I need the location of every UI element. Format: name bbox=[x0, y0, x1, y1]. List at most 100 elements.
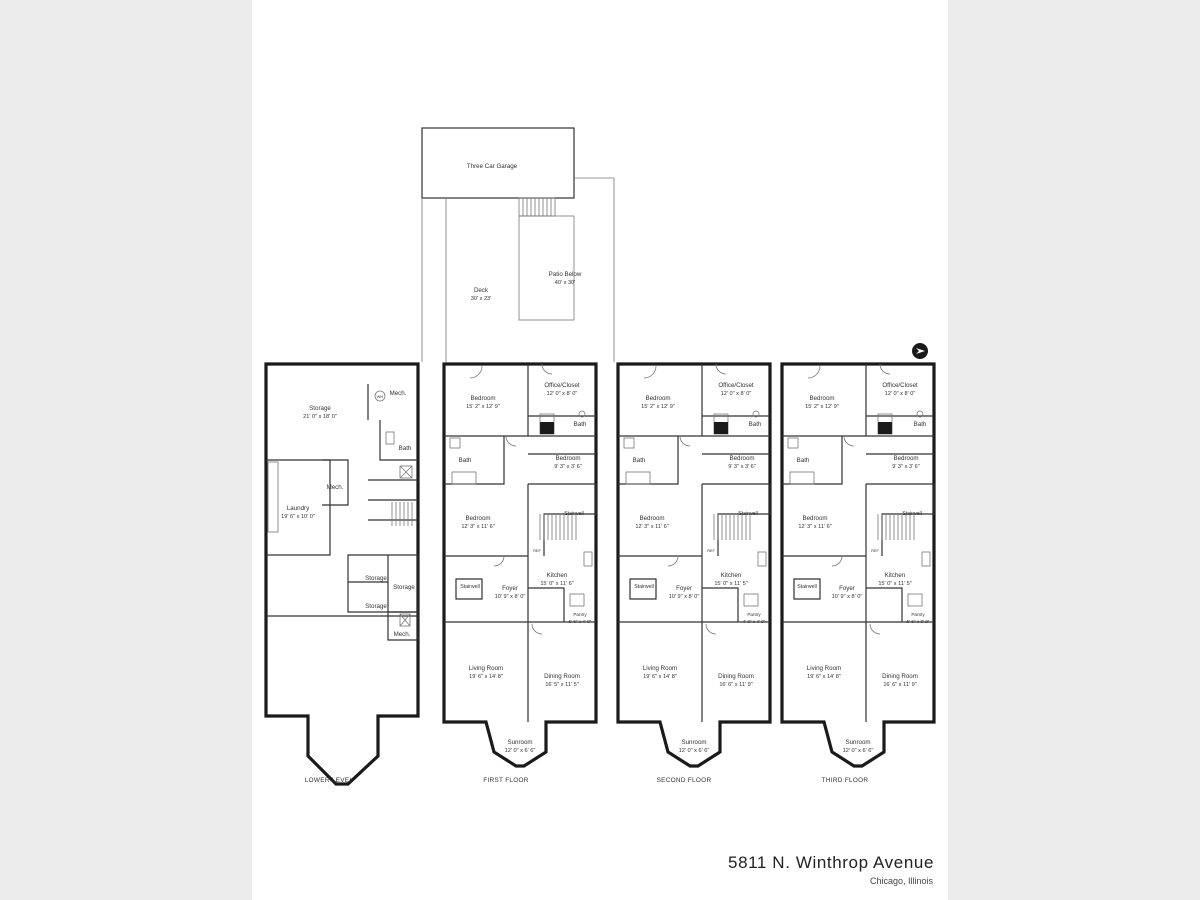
ll-bath-label: Bath bbox=[399, 445, 412, 452]
sf-dining-label: Dining Room bbox=[718, 673, 754, 680]
tf-sunroom-label: Sunroom bbox=[845, 739, 870, 746]
sf-office-dims: 12' 0" x 8' 0" bbox=[721, 391, 752, 397]
tf-bedroom1-dims: 15' 2" x 12' 9" bbox=[805, 404, 839, 410]
tf-living-label: Living Room bbox=[807, 665, 841, 672]
ff-bedroom2-dims: 9' 3" x 3' 6" bbox=[554, 464, 582, 470]
tf-kitchen-dims: 15' 0" x 11' 5" bbox=[878, 581, 911, 587]
tf-bedroom3-label: Bedroom bbox=[802, 515, 827, 522]
third-floor-title: THIRD FLOOR bbox=[822, 777, 869, 784]
ff-bedroom2-label: Bedroom bbox=[555, 455, 580, 462]
tf-bedroom2-label: Bedroom bbox=[893, 455, 918, 462]
ff-dining-label: Dining Room bbox=[544, 673, 580, 680]
tf-office-label: Office/Closet bbox=[882, 382, 918, 389]
sf-foyer-label: Foyer bbox=[676, 585, 692, 592]
ll-storage-label-3: Storage bbox=[393, 584, 415, 591]
tf-pantry-dims: 5' 6" x 3' 2" bbox=[907, 619, 930, 624]
ff-dining-dims: 16' 5" x 11' 5" bbox=[545, 682, 578, 688]
ff-living-label: Living Room bbox=[469, 665, 503, 672]
exterior-structures: Three Car Garage Deck 30' x 23' Patio Be… bbox=[421, 127, 615, 362]
lower-level-title: LOWER LEVEL bbox=[305, 777, 354, 784]
sf-pantry-label: Pantry bbox=[747, 612, 761, 617]
deck-stairs bbox=[518, 197, 556, 217]
ll-laundry-label: Laundry bbox=[287, 505, 310, 512]
tf-sunroom-dims: 12' 0" x 6' 6" bbox=[843, 748, 874, 754]
tf-bedroom3-dims: 12' 3" x 11' 6" bbox=[798, 524, 831, 530]
sf-stairwell1-label: Stairwell bbox=[634, 584, 654, 590]
ll-mech-label-2: Mech. bbox=[327, 484, 344, 491]
patio-outline bbox=[518, 215, 575, 321]
sf-stairwell2-label: Stairwell bbox=[738, 511, 758, 517]
sf-bedroom1-dims: 15' 2" x 12' 9" bbox=[641, 404, 675, 410]
tf-bedroom2-dims: 9' 3" x 3' 6" bbox=[892, 464, 920, 470]
sf-sunroom-label: Sunroom bbox=[681, 739, 706, 746]
patio-dims: 40' x 30' bbox=[555, 280, 576, 286]
first-floor-plan: Bedroom 15' 2" x 12' 9" Office/Closet 12… bbox=[442, 362, 598, 784]
ll-storage-label-4: Storage bbox=[365, 603, 387, 610]
sf-office-label: Office/Closet bbox=[718, 382, 754, 389]
ff-foyer-label: Foyer bbox=[502, 585, 518, 592]
second-floor-title: SECOND FLOOR bbox=[657, 777, 712, 784]
sf-living-dims: 19' 6" x 14' 8" bbox=[643, 674, 677, 680]
property-city: Chicago, Illinois bbox=[869, 876, 933, 886]
ff-office-dims: 12' 0" x 8' 0" bbox=[547, 391, 578, 397]
sf-bedroom2-dims: 9' 3" x 3' 6" bbox=[728, 464, 756, 470]
sf-dining-dims: 16' 6" x 11' 9" bbox=[719, 682, 752, 688]
sf-bath2-label: Bath bbox=[633, 457, 646, 464]
ff-bedroom1-label: Bedroom bbox=[470, 395, 495, 402]
tf-dining-label: Dining Room bbox=[882, 673, 918, 680]
tf-pantry-label: Pantry bbox=[911, 612, 925, 617]
compass-icon bbox=[912, 343, 928, 359]
ff-sunroom-label: Sunroom bbox=[507, 739, 532, 746]
tf-living-dims: 19' 6" x 14' 8" bbox=[807, 674, 841, 680]
lower-level-stairs bbox=[391, 502, 413, 526]
ll-mech-label-1: Mech. bbox=[390, 390, 407, 397]
sf-kitchen-dims: 15' 0" x 11' 5" bbox=[714, 581, 747, 587]
patio-label: Patio Below bbox=[549, 271, 582, 278]
tf-bath1-label: Bath bbox=[914, 421, 927, 428]
ll-laundry-dims: 19' 6" x 10' 0" bbox=[281, 514, 315, 520]
ff-bedroom3-label: Bedroom bbox=[465, 515, 490, 522]
tf-bedroom1-label: Bedroom bbox=[809, 395, 834, 402]
sf-foyer-dims: 10' 9" x 8' 0" bbox=[669, 594, 700, 600]
sf-sunroom-dims: 12' 0" x 6' 6" bbox=[679, 748, 710, 754]
sf-living-label: Living Room bbox=[643, 665, 677, 672]
patio-edge-right bbox=[574, 177, 615, 362]
sf-bedroom3-dims: 12' 3" x 11' 6" bbox=[635, 524, 668, 530]
ll-storage-dims: 21' 0" x 18' 0" bbox=[303, 414, 337, 420]
ll-storage-label: Storage bbox=[309, 405, 331, 412]
deck-label: Deck bbox=[474, 287, 489, 294]
sf-kitchen-label: Kitchen bbox=[721, 572, 742, 579]
sf-pantry-dims: 4' 3" x 4' 0" bbox=[743, 619, 766, 624]
ff-bath1-label: Bath bbox=[574, 421, 587, 428]
ff-bath2-label: Bath bbox=[459, 457, 472, 464]
ff-pantry-dims: 5' 6" x 4' 0" bbox=[569, 619, 592, 624]
sf-bath1-label: Bath bbox=[749, 421, 762, 428]
tf-stairwell2-label: Stairwell bbox=[902, 511, 922, 517]
tf-foyer-label: Foyer bbox=[839, 585, 855, 592]
ff-stairwell1-label: Stairwell bbox=[460, 584, 480, 590]
ff-sunroom-dims: 12' 0" x 6' 6" bbox=[505, 748, 536, 754]
ff-pantry-label: Pantry bbox=[573, 612, 587, 617]
garage-label: Three Car Garage bbox=[467, 163, 518, 170]
sf-bedroom3-label: Bedroom bbox=[639, 515, 664, 522]
ff-ref-label: REF bbox=[533, 549, 541, 553]
sf-bedroom1-label: Bedroom bbox=[645, 395, 670, 402]
second-floor-plan: Bedroom 15' 2" x 12' 9" Office/Closet 12… bbox=[616, 362, 772, 784]
property-address: 5811 N. Winthrop Avenue bbox=[728, 853, 934, 872]
sf-bedroom2-label: Bedroom bbox=[729, 455, 754, 462]
ff-bedroom1-dims: 15' 2" x 12' 9" bbox=[466, 404, 500, 410]
ff-foyer-dims: 10' 9" x 8' 0" bbox=[495, 594, 526, 600]
ff-kitchen-label: Kitchen bbox=[547, 572, 568, 579]
ll-mech-label-3: Mech. bbox=[394, 631, 411, 638]
ff-living-dims: 19' 6" x 14' 8" bbox=[469, 674, 503, 680]
sf-ref-label: REF bbox=[707, 549, 715, 553]
ff-stairwell2-label: Stairwell bbox=[564, 511, 584, 517]
ff-bedroom3-dims: 12' 3" x 11' 6" bbox=[461, 524, 494, 530]
third-floor-plan: Bedroom 15' 2" x 12' 9" Office/Closet 12… bbox=[780, 362, 936, 784]
tf-office-dims: 12' 0" x 8' 0" bbox=[885, 391, 916, 397]
ll-water-heater-label: WH bbox=[377, 394, 384, 399]
ff-office-label: Office/Closet bbox=[544, 382, 580, 389]
tf-dining-dims: 16' 6" x 11' 9" bbox=[883, 682, 916, 688]
deck-dims: 30' x 23' bbox=[471, 296, 492, 302]
